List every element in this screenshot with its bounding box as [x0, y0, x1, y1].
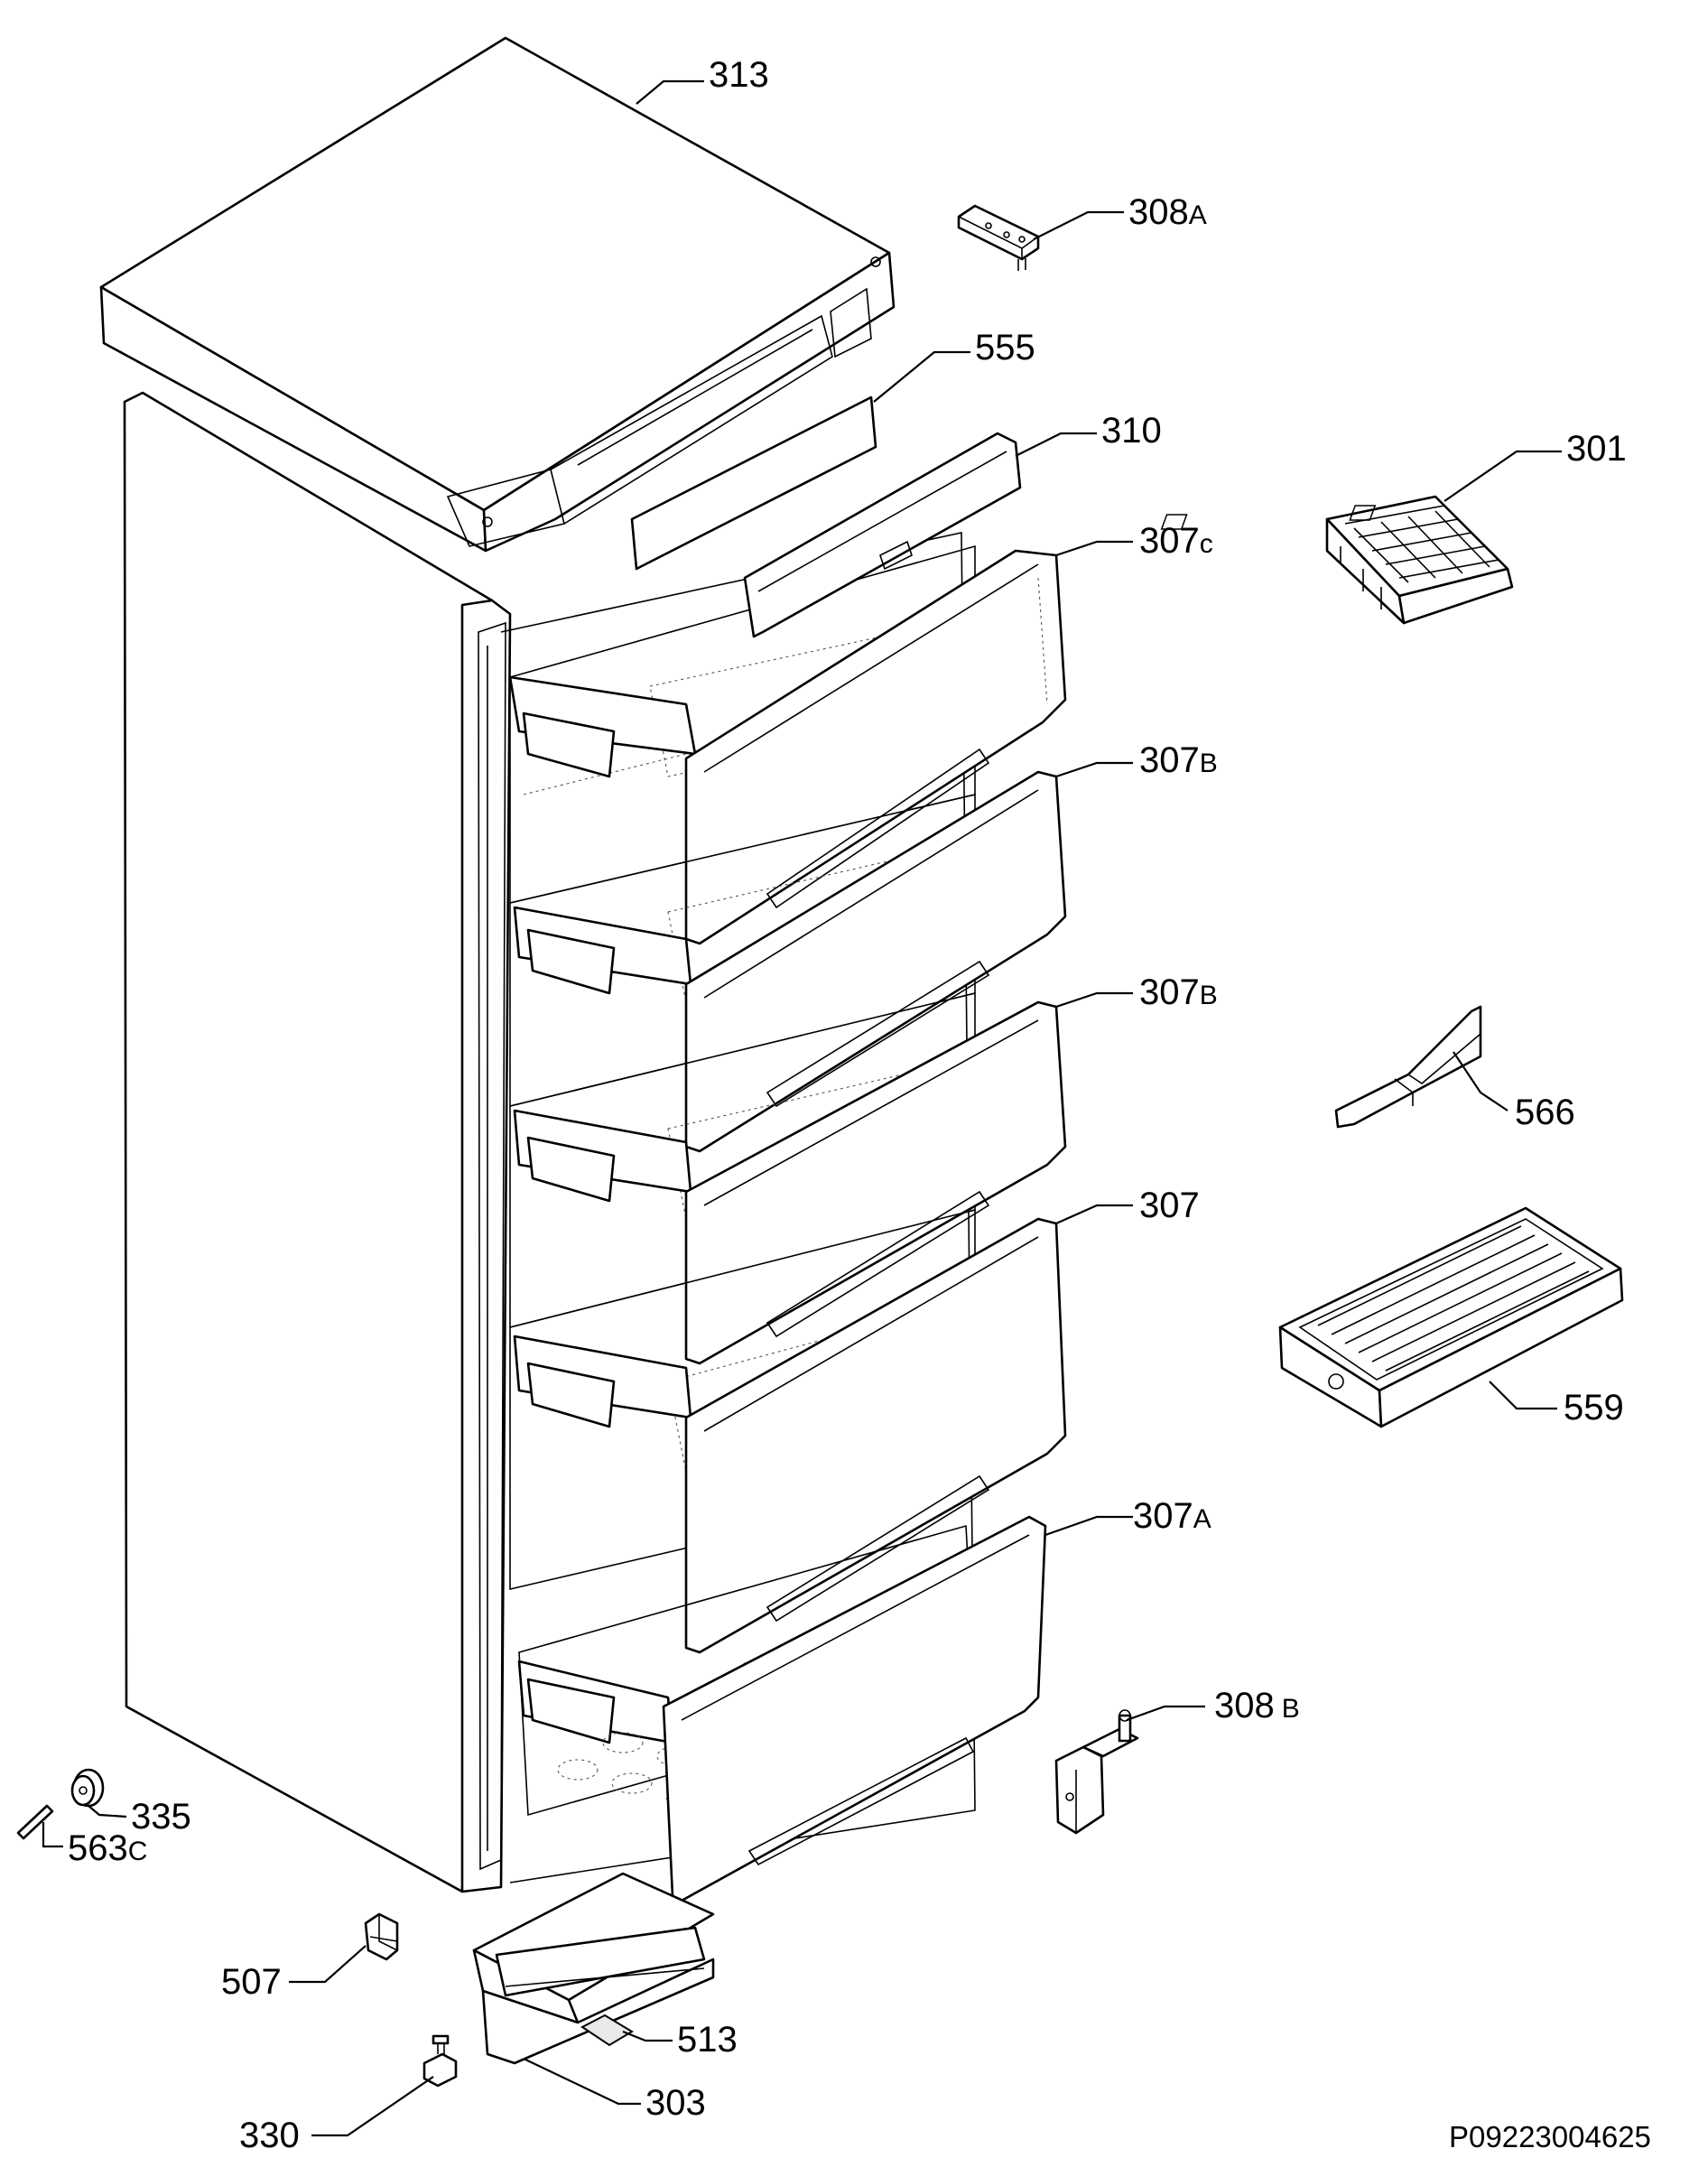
hinge-308b [1054, 1709, 1139, 1835]
leader-301 [1443, 450, 1562, 502]
kickplate-303 [472, 1872, 715, 2065]
leader-566 [1453, 1051, 1508, 1111]
drawer-307 [509, 1208, 1067, 1654]
drawer-307c [508, 544, 1067, 945]
callout-513: 513 [677, 2020, 738, 2060]
leader-307a [1044, 1515, 1133, 1537]
callout-335: 335 [131, 1797, 191, 1837]
callout-307b-upper: 307B [1139, 740, 1218, 780]
hinge-308a [957, 204, 1040, 271]
leader-513 [622, 2030, 673, 2042]
cabinet-body [123, 391, 976, 1893]
adjustable-foot-330 [422, 2034, 458, 2088]
callout-563c: 563C [68, 1828, 147, 1868]
ice-tray-301 [1160, 495, 1514, 625]
clip-513 [580, 2014, 634, 2047]
callout-308a: 308A [1128, 192, 1207, 232]
leader-555 [873, 350, 970, 403]
ice-scraper-566 [1334, 1005, 1482, 1129]
leader-307 [1055, 1204, 1133, 1225]
panel-strip-555 [630, 395, 877, 571]
cold-accumulator-559 [1278, 1206, 1624, 1428]
leader-307c [1055, 540, 1133, 557]
leader-559 [1489, 1381, 1557, 1410]
callout-566: 566 [1515, 1093, 1575, 1132]
leader-307b-1 [1055, 761, 1133, 778]
leader-507 [289, 1945, 367, 1984]
leader-307b-2 [1055, 991, 1133, 1009]
top-cover-313 [99, 36, 896, 553]
leader-313 [636, 79, 704, 105]
callout-303: 303 [645, 2083, 706, 2123]
drawer-307a [517, 1515, 1047, 1902]
leader-330 [311, 2076, 434, 2137]
leader-303 [523, 2058, 641, 2106]
leader-563c [42, 1822, 63, 1848]
drawer-handle-310 [743, 432, 1022, 638]
callout-307b-lower: 307B [1139, 972, 1218, 1012]
callout-307a: 307A [1133, 1496, 1211, 1536]
callout-labels: 313 308A 555 310 301 307c 307B 307B 566 … [68, 55, 1651, 2155]
pin-563c [16, 1804, 54, 1840]
callout-330: 330 [239, 2116, 300, 2155]
callout-555: 555 [975, 328, 1035, 367]
callout-310: 310 [1101, 411, 1162, 451]
callout-307: 307 [1139, 1186, 1200, 1225]
clip-507 [364, 1912, 399, 1961]
callout-507: 507 [221, 1962, 282, 2002]
drawer-307b-lower [509, 991, 1067, 1365]
leader-310 [1015, 432, 1097, 457]
leader-308a [1033, 210, 1124, 240]
foot-cap-335 [70, 1768, 105, 1808]
callout-301: 301 [1566, 429, 1627, 469]
callout-307c: 307c [1139, 521, 1213, 561]
leader-335 [88, 1805, 127, 1818]
leader-lines [42, 79, 1562, 2137]
drawing-code: P09223004625 [1449, 2120, 1651, 2153]
callout-313: 313 [709, 55, 769, 95]
callout-559: 559 [1564, 1388, 1624, 1428]
leader-308b [1126, 1705, 1205, 1722]
